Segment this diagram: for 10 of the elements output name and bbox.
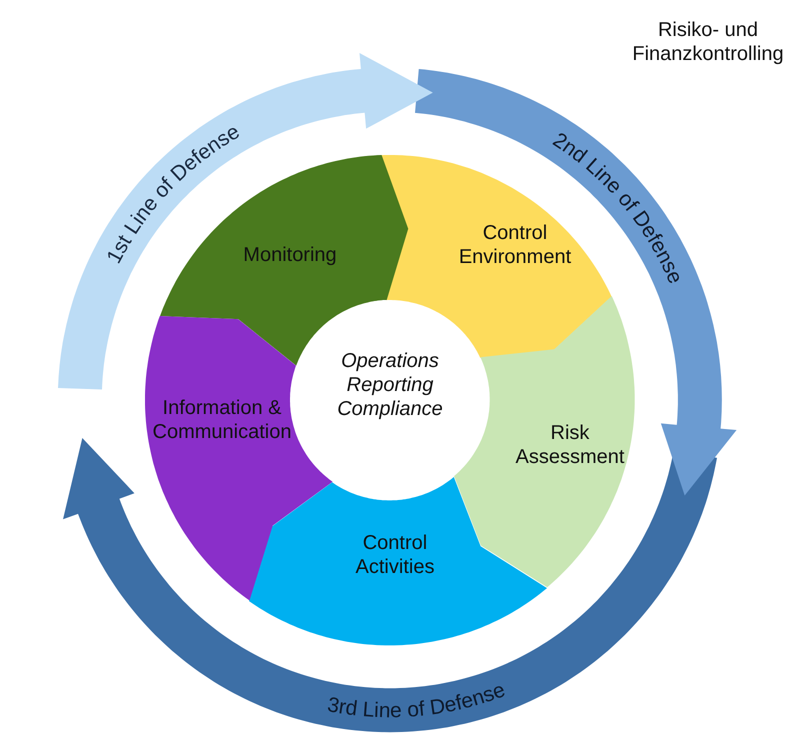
segment-label: Information & Communication (152, 396, 292, 444)
segment-label: Control Activities (354, 530, 436, 579)
band-label: 3rd Line of Defense (326, 678, 508, 722)
segment-label: Operations (341, 349, 439, 373)
note-text: Risiko- und Finanzkontrolling (631, 18, 785, 66)
segment-label: Reporting (346, 373, 434, 397)
segment-label: Control Environment (458, 221, 572, 269)
segment-label: Risk Assessment (514, 420, 626, 469)
segment-label: Compliance (337, 397, 443, 421)
segment-label: Monitoring (242, 242, 338, 267)
